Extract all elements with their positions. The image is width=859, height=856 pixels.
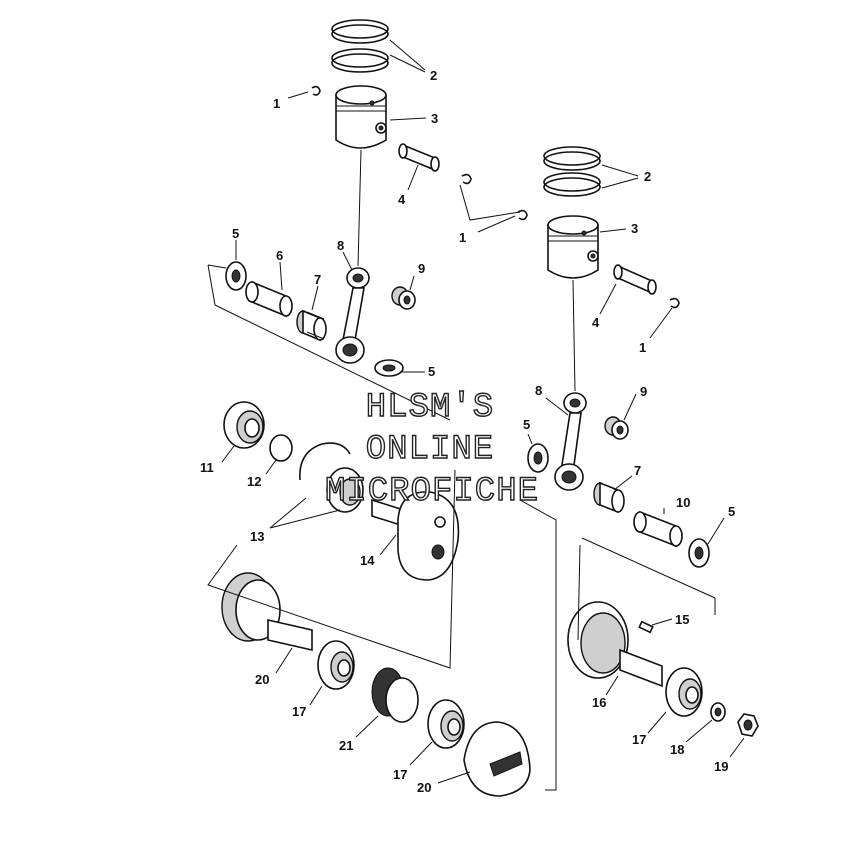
thrust-washer-right-inner [527, 443, 549, 473]
crank-half-16 [567, 601, 663, 688]
callout-3: 3 [431, 111, 438, 126]
gear-21 [371, 667, 419, 723]
watermark: HLSM'S ONLINE MICROFICHE [324, 388, 539, 511]
callout-4: 4 [592, 315, 600, 330]
ball-bearing-17-left [317, 640, 355, 690]
callout-10: 10 [676, 495, 690, 510]
circlip-right-pin [669, 297, 680, 309]
piston-right [547, 215, 599, 279]
callout-14: 14 [360, 553, 375, 568]
crank-pin-right [633, 510, 683, 548]
needle-bearing-left-big-end [296, 309, 327, 342]
callout-11: 11 [200, 460, 214, 475]
seal-ring-13 [299, 442, 364, 513]
assembly-line [357, 149, 362, 267]
leader-lines [221, 39, 745, 784]
callout-8: 8 [535, 383, 542, 398]
washer-18 [710, 702, 726, 722]
callout-19: 19 [714, 759, 728, 774]
callout-7: 7 [314, 272, 321, 287]
callout-15: 15 [675, 612, 689, 627]
callout-16: 16 [592, 695, 606, 710]
circlip-right-top [517, 209, 528, 221]
piston-left [335, 85, 387, 149]
watermark-line-1: HLSM'S [366, 389, 494, 427]
callout-17: 17 [632, 732, 646, 747]
needle-bearing-right-big-end [593, 481, 625, 514]
piston-pin-left [398, 143, 440, 172]
callout-5: 5 [428, 364, 435, 379]
callout-17: 17 [393, 767, 407, 782]
connecting-rod-right [554, 392, 587, 491]
callout-2: 2 [430, 68, 437, 83]
piston-pin-right [613, 264, 657, 295]
thrust-washer-right-outer [688, 538, 710, 568]
callout-3: 3 [631, 221, 638, 236]
watermark-line-3: MICROFICHE [325, 473, 539, 511]
callout-4: 4 [398, 192, 406, 207]
circlip-left-top [311, 85, 321, 96]
connecting-rod-left [335, 267, 370, 364]
assembly-line [572, 279, 576, 392]
callout-13: 13 [250, 529, 264, 544]
callout-20: 20 [255, 672, 269, 687]
callout-1: 1 [273, 96, 280, 111]
callout-6: 6 [276, 248, 283, 263]
callout-9: 9 [418, 261, 425, 276]
snap-ring-12 [269, 434, 293, 462]
needle-bearing-left-small-end [391, 286, 416, 310]
callout-1: 1 [459, 230, 466, 245]
circlip-left-pin [461, 173, 472, 185]
callout-2: 2 [644, 169, 651, 184]
callout-8: 8 [337, 238, 344, 253]
ball-bearing-11 [223, 401, 265, 449]
thrust-washer-left-outer [225, 261, 247, 291]
needle-bearing-right-small-end [604, 416, 629, 440]
callout-5: 5 [523, 417, 530, 432]
ball-bearing-17-right [665, 667, 703, 717]
callout-18: 18 [670, 742, 684, 757]
nut-19 [737, 713, 759, 737]
thrust-washer-left-inner [374, 359, 404, 377]
callout-21: 21 [339, 738, 353, 753]
callout-20: 20 [417, 780, 431, 795]
callout-5: 5 [728, 504, 735, 519]
callout-12: 12 [247, 474, 261, 489]
flywheel-20-bottom [463, 721, 531, 797]
woodruff-key-15 [638, 620, 654, 634]
callout-1: 1 [639, 340, 646, 355]
assembly-guide-lines [207, 184, 716, 791]
callout-9: 9 [640, 384, 647, 399]
crank-pin-left [245, 280, 293, 318]
ball-bearing-17-center [427, 699, 465, 749]
flywheel-20-top [221, 572, 313, 652]
piston-ring-set-right [543, 146, 601, 197]
callout-5: 5 [232, 226, 239, 241]
crank-half-14 [371, 491, 460, 581]
piston-ring-set-left [331, 19, 389, 73]
watermark-line-2: ONLINE [366, 431, 494, 469]
callout-numbers: 2 1 3 4 2 3 1 4 1 5 6 7 8 9 5 8 9 5 7 10… [200, 68, 735, 795]
callout-7: 7 [634, 463, 641, 478]
callout-17: 17 [292, 704, 306, 719]
